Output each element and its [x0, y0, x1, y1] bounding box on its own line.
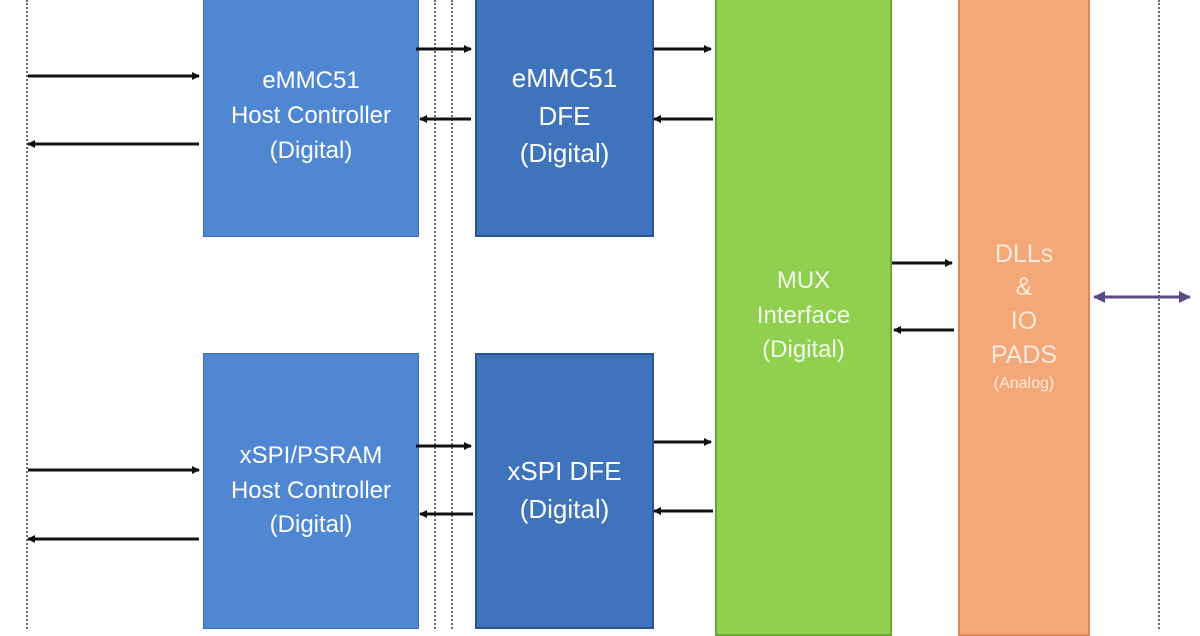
block-label: Host Controller [230, 102, 392, 130]
block-label: (Analog) [993, 374, 1055, 392]
block-label: (Digital) [269, 136, 353, 164]
dlls-io-pads-block: DLLs & IO PADS (Analog) [958, 0, 1090, 636]
block-label: & [1015, 273, 1033, 302]
emmc-host-controller-block: eMMC51 Host Controller (Digital) [203, 0, 419, 237]
boundary-line [26, 0, 28, 629]
boundary-line [451, 0, 453, 629]
block-label: (Digital) [762, 336, 845, 364]
block-label: (Digital) [269, 511, 353, 539]
boundary-line [434, 0, 436, 629]
block-label: DFE [538, 100, 591, 131]
xspi-psram-host-controller-block: xSPI/PSRAM Host Controller (Digital) [203, 353, 419, 629]
block-label: eMMC51 [262, 67, 360, 95]
block-label: DLLs [994, 239, 1054, 268]
block-label: xSPI DFE [507, 456, 622, 487]
block-label: PADS [990, 340, 1058, 369]
boundary-line [1158, 0, 1160, 629]
block-label: (Digital) [519, 494, 610, 524]
mux-interface-block: MUX Interface (Digital) [715, 0, 892, 636]
block-label: (Digital) [519, 138, 610, 169]
block-label: eMMC51 [511, 62, 618, 93]
block-label: IO [1010, 307, 1038, 336]
block-label: Host Controller [230, 476, 392, 504]
block-label: Interface [756, 301, 851, 329]
block-label: xSPI/PSRAM [239, 441, 383, 469]
xspi-dfe-block: xSPI DFE (Digital) [475, 353, 654, 629]
block-label: MUX [776, 266, 831, 294]
